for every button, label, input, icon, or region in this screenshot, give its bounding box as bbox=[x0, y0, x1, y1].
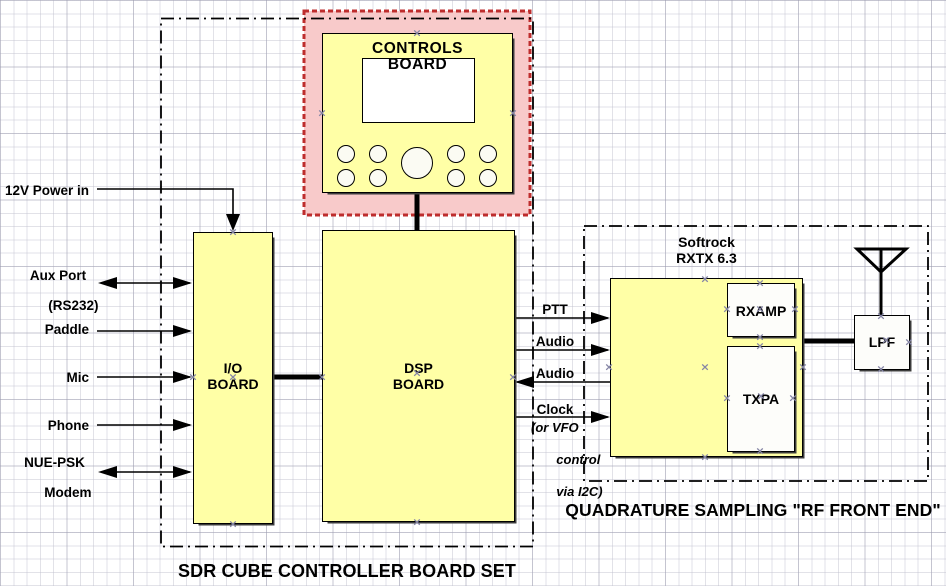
controls-button bbox=[447, 169, 465, 187]
port-label-nue-psk: NUE-PSK Modem bbox=[18, 455, 91, 500]
caption-rf-front-end: QUADRATURE SAMPLING "RF FRONT END" bbox=[565, 500, 941, 520]
txpa-block bbox=[727, 346, 795, 452]
arrowhead-nue-right bbox=[173, 466, 192, 478]
controls-tuning-knob bbox=[401, 147, 433, 179]
port-label-aux: Aux Port (RS232) bbox=[22, 268, 99, 313]
signal-label-clock-note: (or VFO control via I2C) bbox=[531, 420, 603, 500]
controls-label-line1: CONTROLS bbox=[372, 40, 463, 57]
txpa-label: TXPA bbox=[742, 391, 780, 407]
clock-note-line1: (or VFO bbox=[531, 420, 579, 435]
controls-label-line2: BOARD bbox=[387, 56, 448, 73]
dsp-board-label: DSP BOARD bbox=[322, 360, 515, 392]
arrowhead-12v-down bbox=[226, 214, 240, 231]
lpf-block bbox=[854, 315, 910, 370]
arrowhead-audio-rx bbox=[515, 376, 534, 388]
port-label-paddle: Paddle bbox=[44, 322, 89, 337]
softrock-label: Softrock RXTX 6.3 bbox=[610, 234, 803, 266]
signal-label-audio-rx: Audio bbox=[535, 366, 575, 381]
controls-button bbox=[447, 145, 465, 163]
controls-board-label: CONTROLS BOARD bbox=[322, 41, 513, 73]
arrowhead-nue-left bbox=[98, 466, 117, 478]
wire-12v-power bbox=[97, 188, 234, 228]
controls-button bbox=[369, 169, 387, 187]
lpf-label: LPF bbox=[868, 334, 896, 350]
clock-note-line3: via I2C) bbox=[556, 484, 603, 499]
controls-button bbox=[479, 169, 497, 187]
arrowhead-phone bbox=[173, 419, 192, 431]
rxamp-label: RXAMP bbox=[735, 303, 787, 319]
nue-label-line2: Modem bbox=[44, 485, 92, 500]
arrowhead-audio-tx bbox=[591, 344, 610, 356]
controls-button bbox=[337, 169, 355, 187]
caption-controller-set: SDR CUBE CONTROLLER BOARD SET bbox=[178, 561, 516, 581]
controls-display bbox=[362, 58, 475, 123]
port-label-12v-power: 12V Power in bbox=[4, 183, 89, 198]
dsp-label-line2: BOARD bbox=[392, 376, 445, 392]
softrock-label-line2: RXTX 6.3 bbox=[676, 250, 737, 266]
io-label-line2: BOARD bbox=[207, 376, 259, 392]
antenna-icon bbox=[853, 247, 910, 315]
nue-label-line1: NUE-PSK bbox=[24, 455, 85, 470]
io-board-label: I/O BOARD bbox=[193, 360, 273, 392]
arrowhead-mic bbox=[173, 371, 192, 383]
arrowhead-aux-right bbox=[173, 277, 192, 289]
port-label-mic: Mic bbox=[66, 370, 89, 385]
dsp-label-line1: DSP bbox=[404, 360, 433, 376]
controls-button bbox=[479, 145, 497, 163]
port-label-phone: Phone bbox=[47, 418, 89, 433]
rxamp-block bbox=[727, 283, 795, 337]
io-label-line1: I/O bbox=[223, 360, 243, 376]
signal-label-clock: Clock bbox=[536, 402, 574, 417]
arrowhead-ptt bbox=[591, 312, 610, 324]
dsp-board-block bbox=[322, 230, 515, 522]
controls-button bbox=[369, 145, 387, 163]
signal-label-audio-tx: Audio bbox=[535, 334, 575, 349]
aux-label-line1: Aux Port bbox=[29, 268, 87, 283]
controls-button bbox=[337, 145, 355, 163]
signal-label-ptt: PTT bbox=[542, 302, 568, 317]
arrowhead-clock bbox=[591, 411, 610, 423]
clock-note-line2: control bbox=[556, 452, 601, 467]
arrowhead-paddle bbox=[173, 325, 192, 337]
io-board-block bbox=[193, 232, 273, 524]
softrock-label-line1: Softrock bbox=[678, 234, 735, 250]
aux-label-line2: (RS232) bbox=[48, 298, 99, 313]
arrowhead-aux-left bbox=[98, 277, 117, 289]
